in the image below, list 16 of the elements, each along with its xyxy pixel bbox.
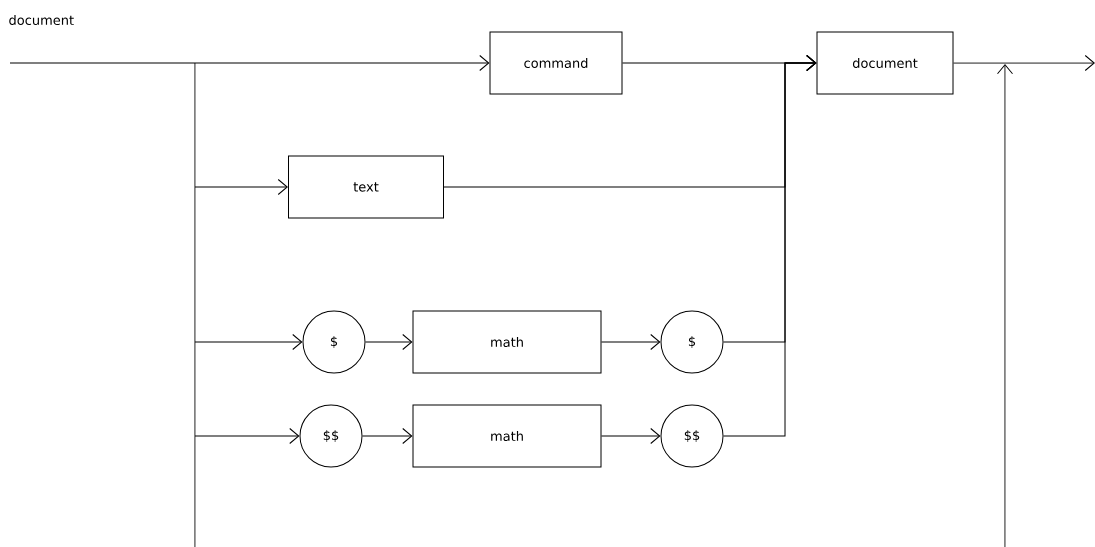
arrow: [953, 55, 1095, 71]
nonterminal-box: text: [288, 155, 444, 219]
nonterminal-box: command: [489, 31, 623, 95]
arrow: [723, 55, 817, 437]
arrow: [365, 334, 413, 350]
arrow: [601, 334, 661, 350]
nonterminal-box: math: [412, 404, 602, 468]
arrow: [194, 334, 303, 350]
nonterminal-box: document: [816, 31, 954, 95]
arrow: [9, 55, 490, 71]
arrow: [194, 428, 300, 444]
nonterminal-box: math: [412, 310, 602, 374]
arrow: [362, 428, 413, 444]
title: document: [9, 14, 74, 26]
arrow: [194, 179, 288, 195]
arrow: [601, 428, 661, 444]
